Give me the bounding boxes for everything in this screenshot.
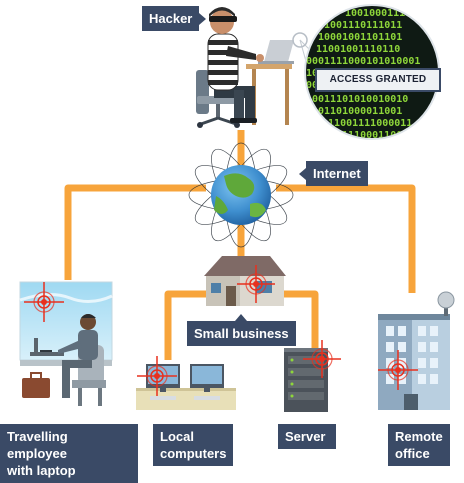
- small-business-building: [204, 256, 286, 306]
- local-computers: [136, 364, 236, 410]
- hacker-striped-shirt: [207, 33, 264, 91]
- local-computers-label: Local computers: [153, 424, 233, 466]
- small-business-label: Small business: [187, 314, 296, 346]
- binary-line: 0111001111000011: [316, 118, 412, 129]
- binary-line: 001: [440, 68, 458, 79]
- connector-internet-to-travelling-employee: [64, 184, 206, 280]
- hacker-head: [209, 7, 237, 34]
- travelling-employee-label: Travelling employee with laptop: [0, 424, 138, 483]
- remote-office-label: Remote office: [388, 424, 450, 466]
- travelling-employee-scene: [19, 281, 113, 406]
- network-connections: [64, 130, 416, 360]
- hacker-label: Hacker: [142, 6, 207, 31]
- target-marker-server: [303, 340, 341, 378]
- binary-line: 0001111000101010001: [306, 56, 420, 67]
- target-marker-remote-office: [378, 350, 418, 390]
- target-marker-local-computers: [137, 356, 177, 396]
- binary-line: 00111000110001: [330, 130, 414, 141]
- hacker-illustration: [196, 7, 294, 128]
- connector-business-to-server: [272, 290, 319, 352]
- binary-line: 01001110111011: [318, 20, 402, 31]
- access-granted-message: ACCESS GRANTED: [315, 68, 441, 92]
- binary-line: 01101000011001: [318, 106, 402, 117]
- internet-globe: [188, 142, 294, 248]
- remote-office-building: [378, 291, 455, 410]
- target-marker-small-business: [237, 265, 275, 303]
- connector-business-to-local-computers: [164, 290, 208, 360]
- binary-line: 11001001110110: [316, 44, 400, 55]
- internet-label: Internet: [299, 161, 368, 186]
- target-marker-travelling-employee: [24, 282, 64, 322]
- server-label: Server: [278, 424, 336, 449]
- computer-monitor: [190, 364, 224, 400]
- binary-line: 0011101010010010: [312, 94, 408, 105]
- binary-line: 10001001101101: [318, 32, 402, 43]
- binary-line: 0001111000: [345, 142, 405, 153]
- hacker-laptop: [258, 40, 294, 64]
- screen-zoom-magnifier: 1001000111000 01001110111011 10001001101…: [292, 4, 458, 153]
- binary-line: 1001000111000: [345, 8, 423, 19]
- connector-internet-to-remote-office: [276, 184, 416, 293]
